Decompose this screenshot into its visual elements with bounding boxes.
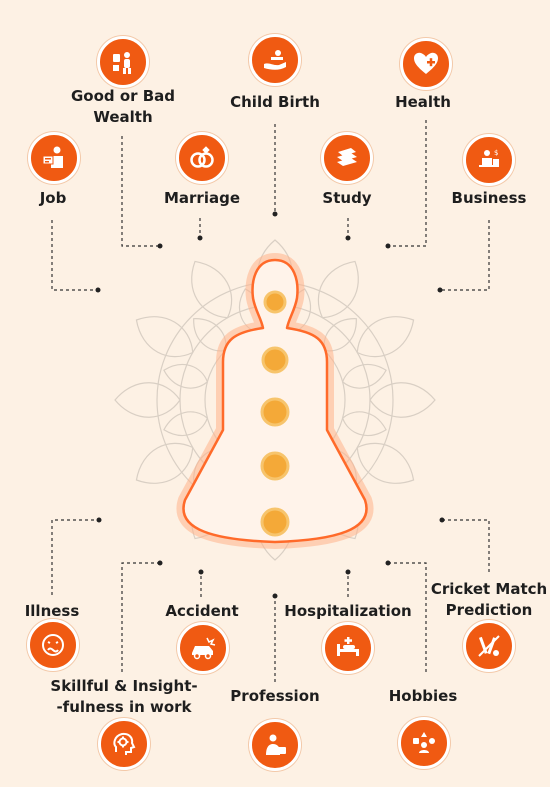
node-label: Hospitalization <box>284 602 412 620</box>
rings-icon <box>176 132 228 184</box>
business-icon: $ <box>463 134 515 186</box>
node-label: Job <box>39 189 67 207</box>
job-icon <box>28 132 80 184</box>
node-label: Marriage <box>163 189 241 207</box>
hospital-bed-icon <box>322 622 374 674</box>
node-label: Study <box>322 189 372 207</box>
mandala-petal <box>356 316 415 358</box>
connector-dot <box>197 235 203 241</box>
sick-face-icon <box>27 619 79 671</box>
svg-text:$: $ <box>494 149 498 157</box>
heart-plus-icon <box>400 38 452 90</box>
connector-dot <box>96 517 102 523</box>
mandala-petal <box>191 260 233 319</box>
mandala-petal <box>135 442 194 484</box>
node-label: Hobbies <box>388 687 458 705</box>
wealth-icon <box>97 36 149 88</box>
connector-dot <box>345 569 351 575</box>
connector-dot <box>439 517 445 523</box>
connector-dot <box>95 287 101 293</box>
mandala-petal <box>317 260 359 319</box>
node-label: Accident <box>165 602 239 620</box>
connector-dot <box>157 560 163 566</box>
hobbies-icon <box>398 717 450 769</box>
connector-dot <box>272 211 278 217</box>
mandala-petal <box>193 318 227 352</box>
connector-dot <box>385 560 391 566</box>
connector-dot <box>272 593 278 599</box>
mandala-petal <box>341 411 387 437</box>
mandala-petal <box>135 316 194 358</box>
brain-gear-icon <box>98 718 150 770</box>
mandala-petal <box>114 382 181 418</box>
node-label: Business <box>451 189 527 207</box>
professional-icon <box>249 719 301 771</box>
node-label: Child Birth <box>230 93 320 111</box>
car-crash-icon <box>177 622 229 674</box>
connector-dot <box>385 243 391 249</box>
child-birth-icon <box>249 34 301 86</box>
mandala-petal <box>356 442 415 484</box>
mandala-petal <box>323 318 357 352</box>
chakra-points <box>260 290 290 537</box>
books-icon <box>321 132 373 184</box>
connector-dot <box>437 287 443 293</box>
mandala-petal <box>341 363 387 389</box>
connector-dot <box>198 569 204 575</box>
node-label: Health <box>395 93 451 111</box>
node-label: Profession <box>230 687 320 705</box>
cricket-icon <box>463 620 515 672</box>
mandala-petal <box>163 411 209 437</box>
connector-dot <box>345 235 351 241</box>
node-label: Skillful & Insight--fulness in work <box>50 677 198 716</box>
node-label: Illness <box>24 602 80 620</box>
mandala-petal <box>163 363 209 389</box>
mandala-petal <box>369 382 436 418</box>
connector-dot <box>157 243 163 249</box>
meditation-figure <box>114 239 436 561</box>
